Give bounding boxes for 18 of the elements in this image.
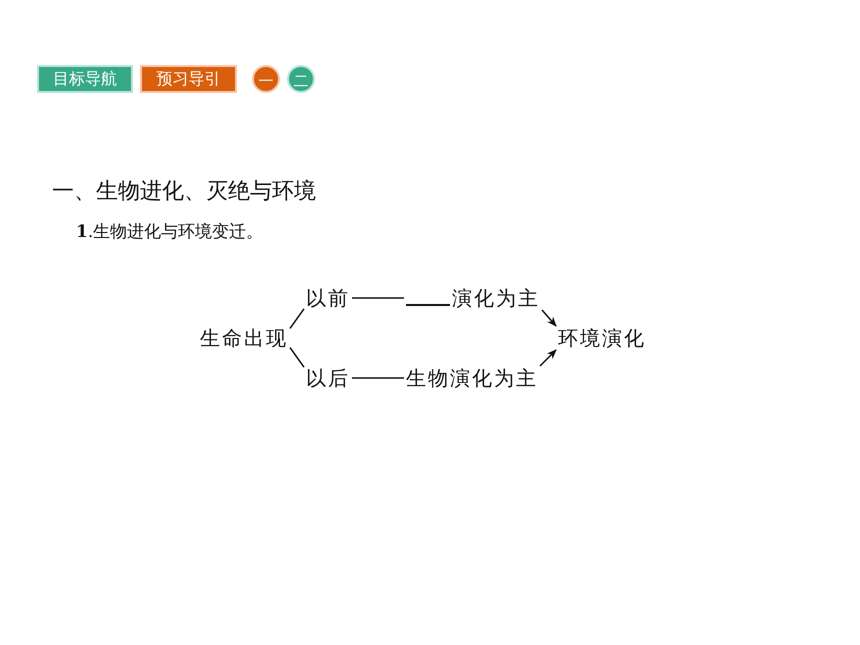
section-badge: 二 (287, 65, 315, 93)
node-text: 以前 (306, 286, 350, 310)
node-text: 生命出现 (200, 326, 288, 350)
arrow (541, 310, 557, 327)
connector-line (352, 377, 404, 379)
connector-line (289, 308, 305, 329)
tab-button: 目标导航 (37, 65, 133, 93)
section-badge: 一 (252, 65, 280, 93)
arrow (539, 349, 557, 367)
connector-line (352, 297, 404, 299)
subheading: 1.生物进化与环境变迁。 (76, 221, 264, 243)
tab-button: 预习导引 (140, 65, 237, 93)
node-text: 生物演化为主 (406, 366, 538, 390)
connector-line (289, 347, 305, 368)
node-text: 环境演化 (558, 326, 646, 350)
node-text: 演化为主 (452, 286, 540, 310)
section-heading: 一、生物进化、灭绝与环境 (52, 178, 316, 206)
node-text: 以后 (306, 366, 350, 390)
